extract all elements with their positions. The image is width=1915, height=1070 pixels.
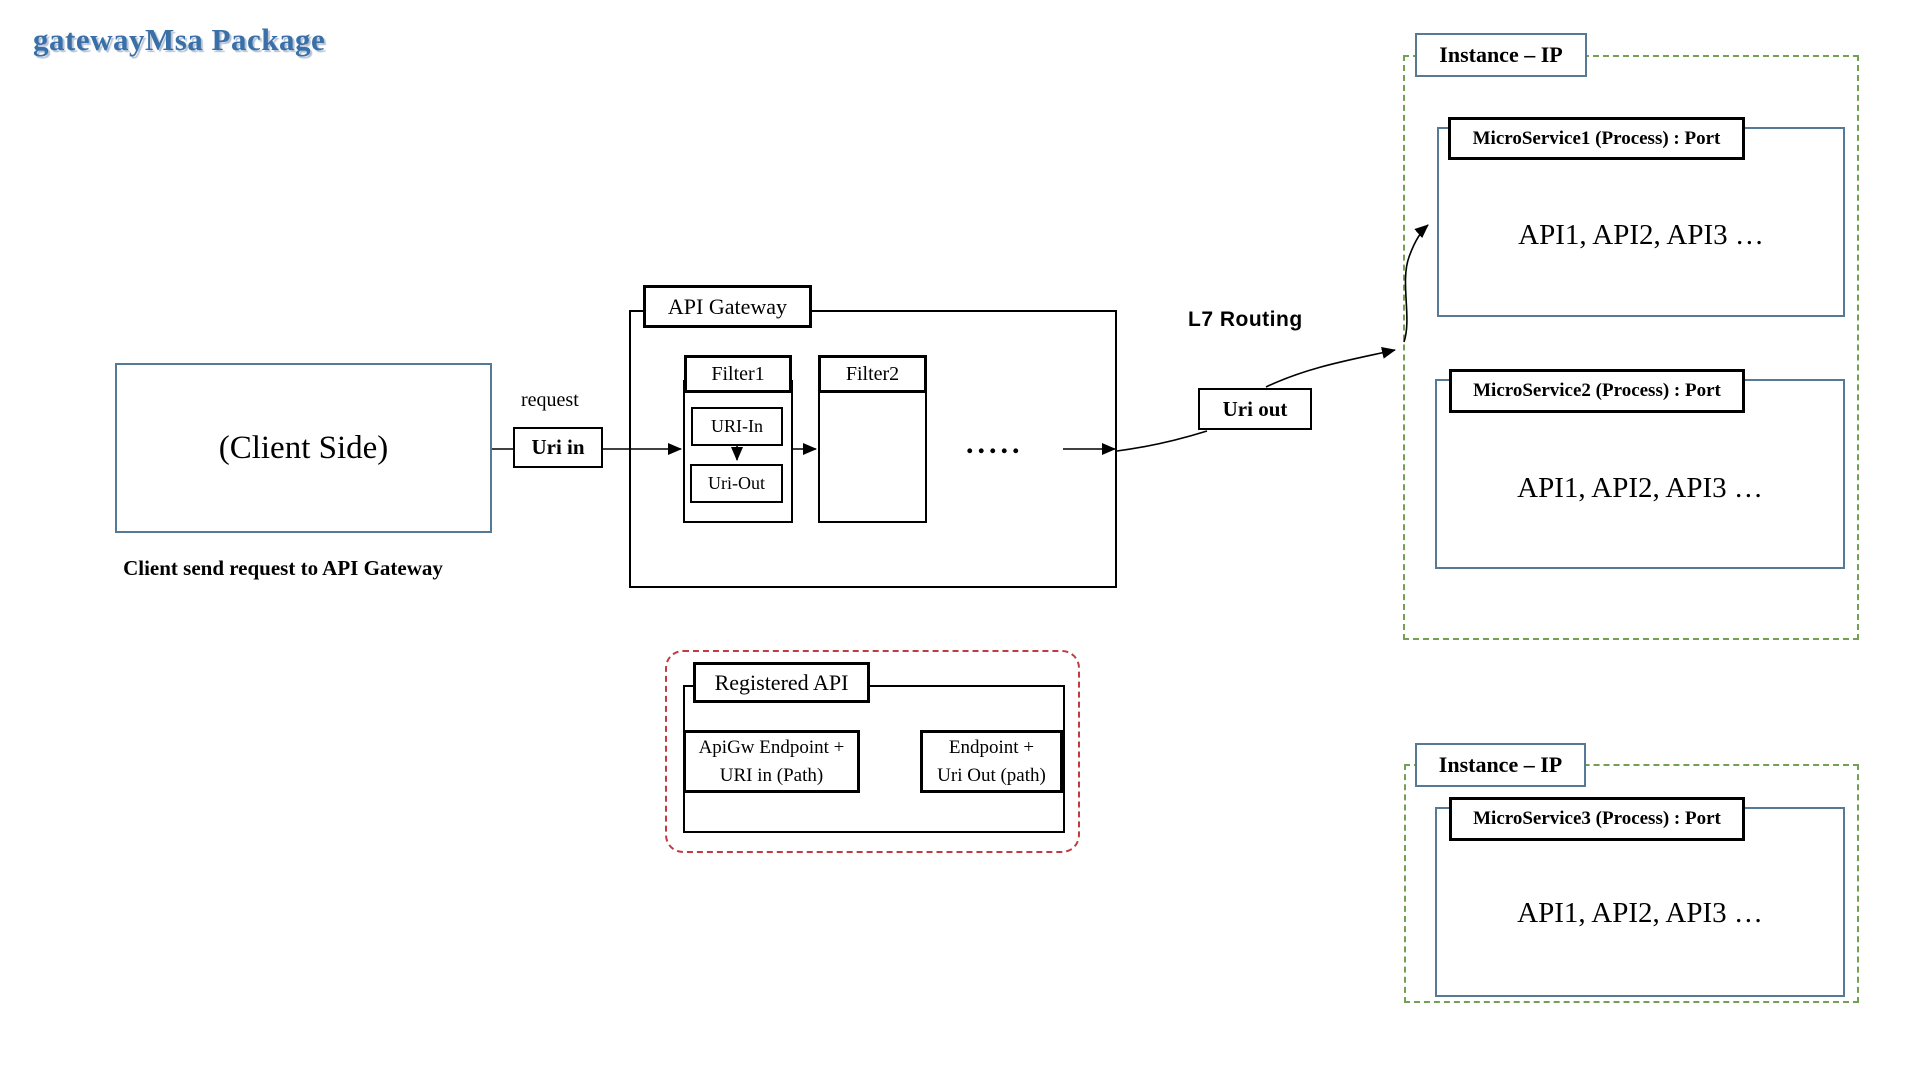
l7-routing-label: L7 Routing (1188, 308, 1303, 331)
uri-in-box: Uri in (513, 427, 603, 468)
filter2-body-box (818, 380, 927, 523)
endpoint-uri-out-box: Endpoint + Uri Out (path) (920, 730, 1063, 793)
curve-gateway-to-uriout (1116, 430, 1208, 452)
client-side-box: (Client Side) (115, 363, 492, 533)
instance1-dashed-box (1403, 55, 1859, 640)
arrow-uriout-to-instance (1265, 346, 1396, 388)
apigw-endpoint-line1: ApiGw Endpoint + (698, 736, 845, 758)
filter1-title: Filter1 (684, 355, 792, 393)
api-gateway-title: API Gateway (643, 285, 812, 328)
page-title: gatewayMsa Package (33, 22, 326, 57)
instance2-dashed-box (1404, 764, 1859, 1003)
apigw-endpoint-line2: URI in (Path) (719, 764, 824, 786)
instance2-label: Instance – IP (1415, 743, 1586, 787)
filter1-uri-out-box: Uri-Out (690, 464, 783, 503)
request-label: request (521, 389, 579, 411)
filter2-title: Filter2 (818, 355, 927, 393)
registered-api-dashed-box (665, 650, 1080, 853)
more-filters-ellipsis: ..... (966, 427, 1024, 460)
endpoint-out-line2: Uri Out (path) (937, 764, 1046, 786)
instance1-label: Instance – IP (1415, 33, 1587, 77)
registered-api-title: Registered API (693, 662, 870, 703)
microservice2-title: MicroService2 (Process) : Port (1449, 369, 1745, 413)
apigw-endpoint-box: ApiGw Endpoint + URI in (Path) (683, 730, 860, 793)
endpoint-out-line1: Endpoint + (948, 736, 1035, 758)
filter1-uri-in-box: URI-In (691, 407, 783, 446)
microservice3-title: MicroService3 (Process) : Port (1449, 797, 1745, 841)
client-caption: Client send request to API Gateway (123, 556, 443, 580)
uri-out-box: Uri out (1198, 388, 1312, 430)
microservice1-title: MicroService1 (Process) : Port (1448, 117, 1745, 160)
